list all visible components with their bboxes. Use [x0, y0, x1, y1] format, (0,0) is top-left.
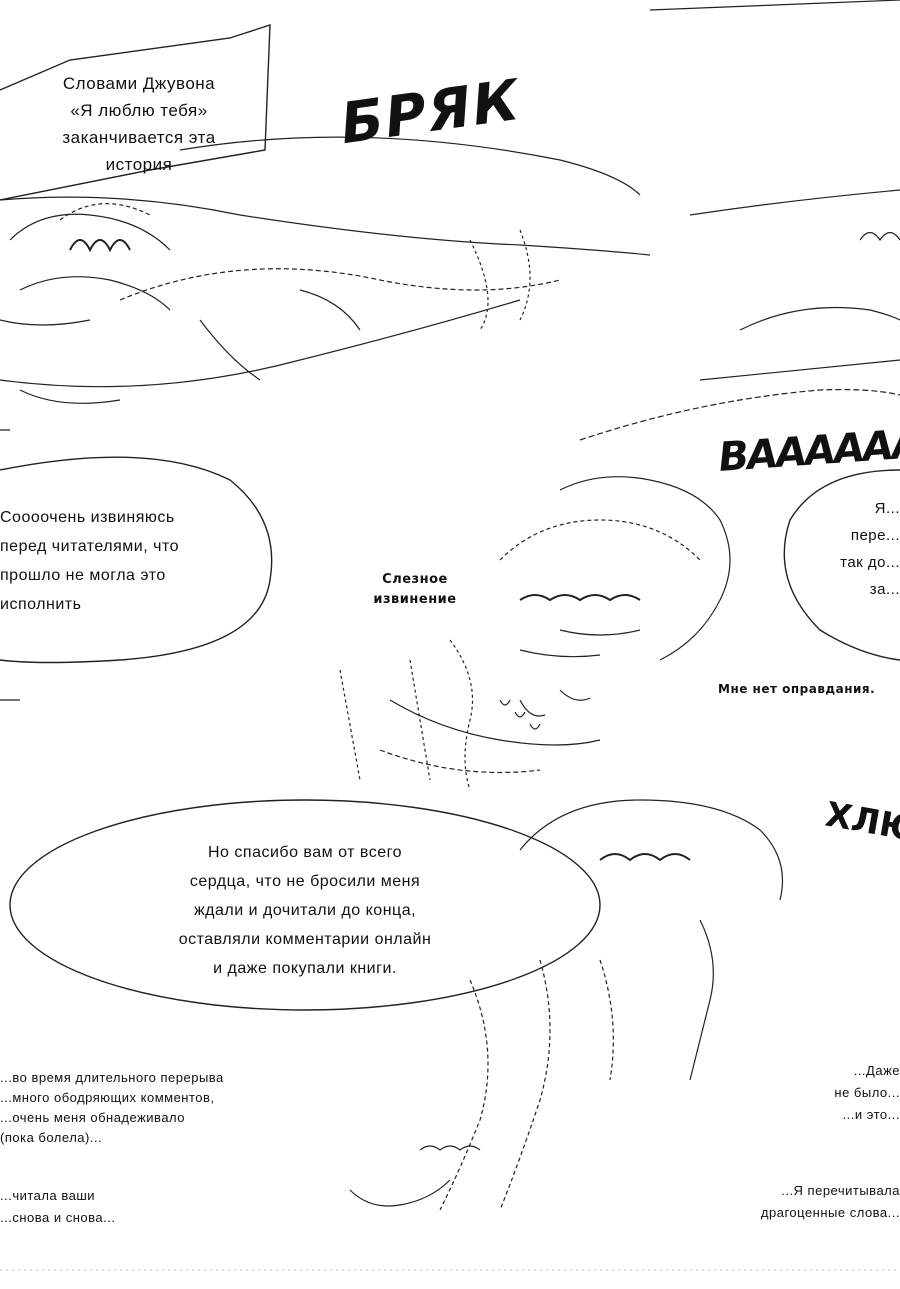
caption-no-excuse: Мне нет оправдания. — [718, 682, 876, 696]
sleeping-figure-right — [579, 231, 900, 441]
big-bubble — [9, 799, 601, 1011]
sleeping-figure-left — [0, 136, 651, 404]
mid-left-bubble — [0, 456, 273, 664]
big-bubble-text: Но спасибо вам от всего сердца, что не б… — [178, 844, 432, 977]
top-right-panel-edge — [649, 0, 900, 11]
mid-right-bubble — [783, 469, 900, 661]
caption-tearful-apology: Слезное извинение — [373, 572, 457, 607]
bubble-mid-left: Соооочень извиняюсь перед читателями, чт… — [0, 509, 179, 613]
narration-bottom-right-1: ...Даже не было... ...и это... — [834, 1063, 900, 1122]
narration-bottom-left-1: ...во время длительного перерыва ...мног… — [0, 1070, 224, 1145]
bubble-right-partial: Я... пере... так до... за... — [840, 500, 900, 598]
narration-bottom-left-2: ...читала ваши ...снова и снова... — [0, 1188, 116, 1225]
lower-figure — [349, 799, 784, 1211]
narration-top-left: Словами Джувона «Я люблю тебя» заканчива… — [62, 74, 216, 174]
top-left-bubble — [0, 24, 271, 201]
crying-character — [339, 476, 731, 791]
right-panel-edge — [689, 189, 900, 216]
narration-bottom-right-2: ...Я перечитывала драгоценные слова... — [760, 1183, 900, 1220]
left-edge-line — [0, 429, 20, 701]
